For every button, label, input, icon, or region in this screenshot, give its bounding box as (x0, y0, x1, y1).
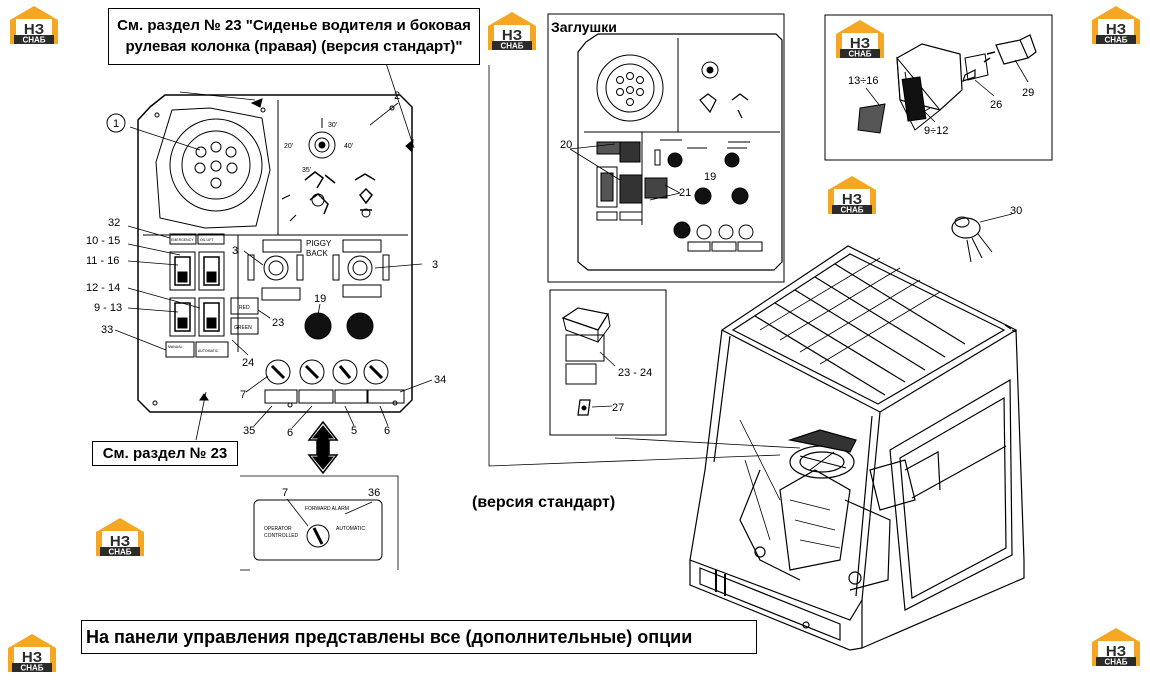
inset-operator-1: OPERATOR (264, 526, 292, 532)
logo-text-1: НЗ (22, 649, 42, 666)
key-switches (264, 359, 405, 404)
piggy-label-1: PIGGY (306, 239, 332, 248)
control-panel (114, 62, 433, 441)
angle-35: 35' (302, 167, 311, 174)
logo-text-1: НЗ (24, 21, 44, 38)
version-label: (версия стандарт) (472, 494, 616, 511)
callout-33: 33 (101, 324, 113, 336)
callout-19b: 19 (704, 171, 716, 183)
callout-13-16: 13÷16 (848, 75, 879, 87)
logo-text-2: СНАБ (500, 42, 523, 51)
callout-7: 7 (240, 389, 246, 401)
forward-alarm-inset (240, 475, 399, 571)
switch-label-oil-lift: OIL LIFT (200, 238, 215, 242)
logo-text-2: СНАБ (848, 50, 871, 59)
inset-operator-2: CONTROLLED (264, 533, 299, 539)
label-red: RED (239, 305, 250, 311)
logo-top-right: НЗ СНАБ (1092, 6, 1140, 45)
callout-32: 32 (108, 217, 120, 229)
callout-35: 35 (243, 425, 255, 437)
logo-text-2: СНАБ (1104, 658, 1127, 667)
leader-lines (114, 62, 433, 441)
plugs-title: Заглушки (551, 19, 617, 35)
logo-parts-box: НЗ СНАБ (836, 20, 884, 59)
section23-ref-box: См. раздел № 23 (92, 441, 238, 466)
pushbutton-parts-panel (549, 289, 667, 436)
callout-5: 5 (351, 425, 357, 437)
callout-20: 20 (560, 139, 572, 151)
callout-23: 23 (272, 317, 284, 329)
callout-26: 26 (990, 99, 1002, 111)
part-30-buzzer (951, 213, 1013, 263)
callout-12-14: 12 - 14 (86, 282, 120, 294)
angle-20: 20' (284, 143, 293, 150)
inset-forward-alarm: FORWARD ALARM (305, 506, 349, 512)
callout-6b: 6 (384, 425, 390, 437)
piggy-back-controls (247, 239, 390, 340)
logo-text-2: СНАБ (108, 548, 131, 557)
logo-top-center: НЗ СНАБ (488, 12, 536, 51)
callout-3b: 3 (432, 259, 438, 271)
logo-text-2: СНАБ (22, 36, 45, 45)
logo-text-1: НЗ (502, 27, 522, 44)
callout-3a: 3 (232, 245, 238, 257)
logo-text-2: СНАБ (840, 206, 863, 215)
logo-mid-left: НЗ СНАБ (96, 518, 144, 557)
plugs-panel (547, 13, 785, 283)
callout-1: 1 (113, 118, 119, 130)
callout-24: 24 (242, 357, 254, 369)
logo-bottom-right: НЗ СНАБ (1092, 628, 1140, 667)
switch-label-emergency: EMERGENCY (171, 238, 194, 242)
double-arrow (307, 420, 339, 475)
logo-text-1: НЗ (842, 191, 862, 208)
callout-7b: 7 (282, 487, 288, 499)
switch-parts-panel (824, 14, 1053, 161)
cabin-drawing (689, 245, 1025, 651)
callout-10-15: 10 - 15 (86, 235, 120, 247)
inset-automatic: AUTOMATIC (336, 526, 365, 532)
footer-note-box: На панели управления представлены все (д… (81, 620, 757, 654)
logo-text-1: НЗ (850, 35, 870, 52)
label-green: GREEN (234, 325, 252, 331)
callout-30: 30 (1010, 205, 1022, 217)
logo-text-2: СНАБ (20, 664, 43, 673)
panel-labels: PIGGY BACK 30' 20' 40' 35' RED GREEN MAN… (168, 122, 365, 539)
logo-text-1: НЗ (110, 533, 130, 550)
label-manual: MANUAL (168, 345, 183, 349)
logo-top-left: НЗ СНАБ (10, 6, 58, 45)
callout-9-12: 9÷12 (924, 125, 948, 137)
section23-title-line2: рулевая колонка (правая) (версия стандар… (125, 38, 463, 55)
logo-mid-right: НЗ СНАБ (828, 176, 876, 215)
piggy-label-2: BACK (306, 249, 328, 258)
logo-text-1: НЗ (1106, 21, 1126, 38)
ignition-plug (194, 141, 238, 189)
rocker-switches (165, 233, 259, 358)
section23-title-line1: См. раздел № 23 "Сиденье водителя и боко… (117, 17, 471, 34)
callout-2: 2 (394, 90, 400, 102)
callout-29: 29 (1022, 87, 1034, 99)
callout-19: 19 (314, 293, 326, 305)
section23-title-box: См. раздел № 23 "Сиденье водителя и боко… (108, 8, 480, 65)
callout-23-24: 23 - 24 (618, 367, 652, 379)
callout-27: 27 (612, 402, 624, 414)
callout-21: 21 (679, 187, 691, 199)
callout-6a: 6 (287, 427, 293, 439)
angle-40: 40' (344, 143, 353, 150)
logo-text-1: НЗ (1106, 643, 1126, 660)
label-automatic: AUTOMATIC (198, 349, 219, 353)
logo-bottom-left: НЗ СНАБ (8, 634, 56, 673)
panel-screws (152, 105, 398, 408)
callout-11-16: 11 - 16 (86, 255, 119, 267)
callout-9-13: 9 - 13 (94, 302, 122, 314)
logo-text-2: СНАБ (1104, 36, 1127, 45)
angle-30: 30' (328, 122, 337, 129)
callout-labels: 1 2 3 3 32 10 - 15 11 - 16 12 - 14 9 - 1… (86, 75, 1034, 499)
callout-36: 36 (368, 487, 380, 499)
callout-34: 34 (434, 374, 446, 386)
